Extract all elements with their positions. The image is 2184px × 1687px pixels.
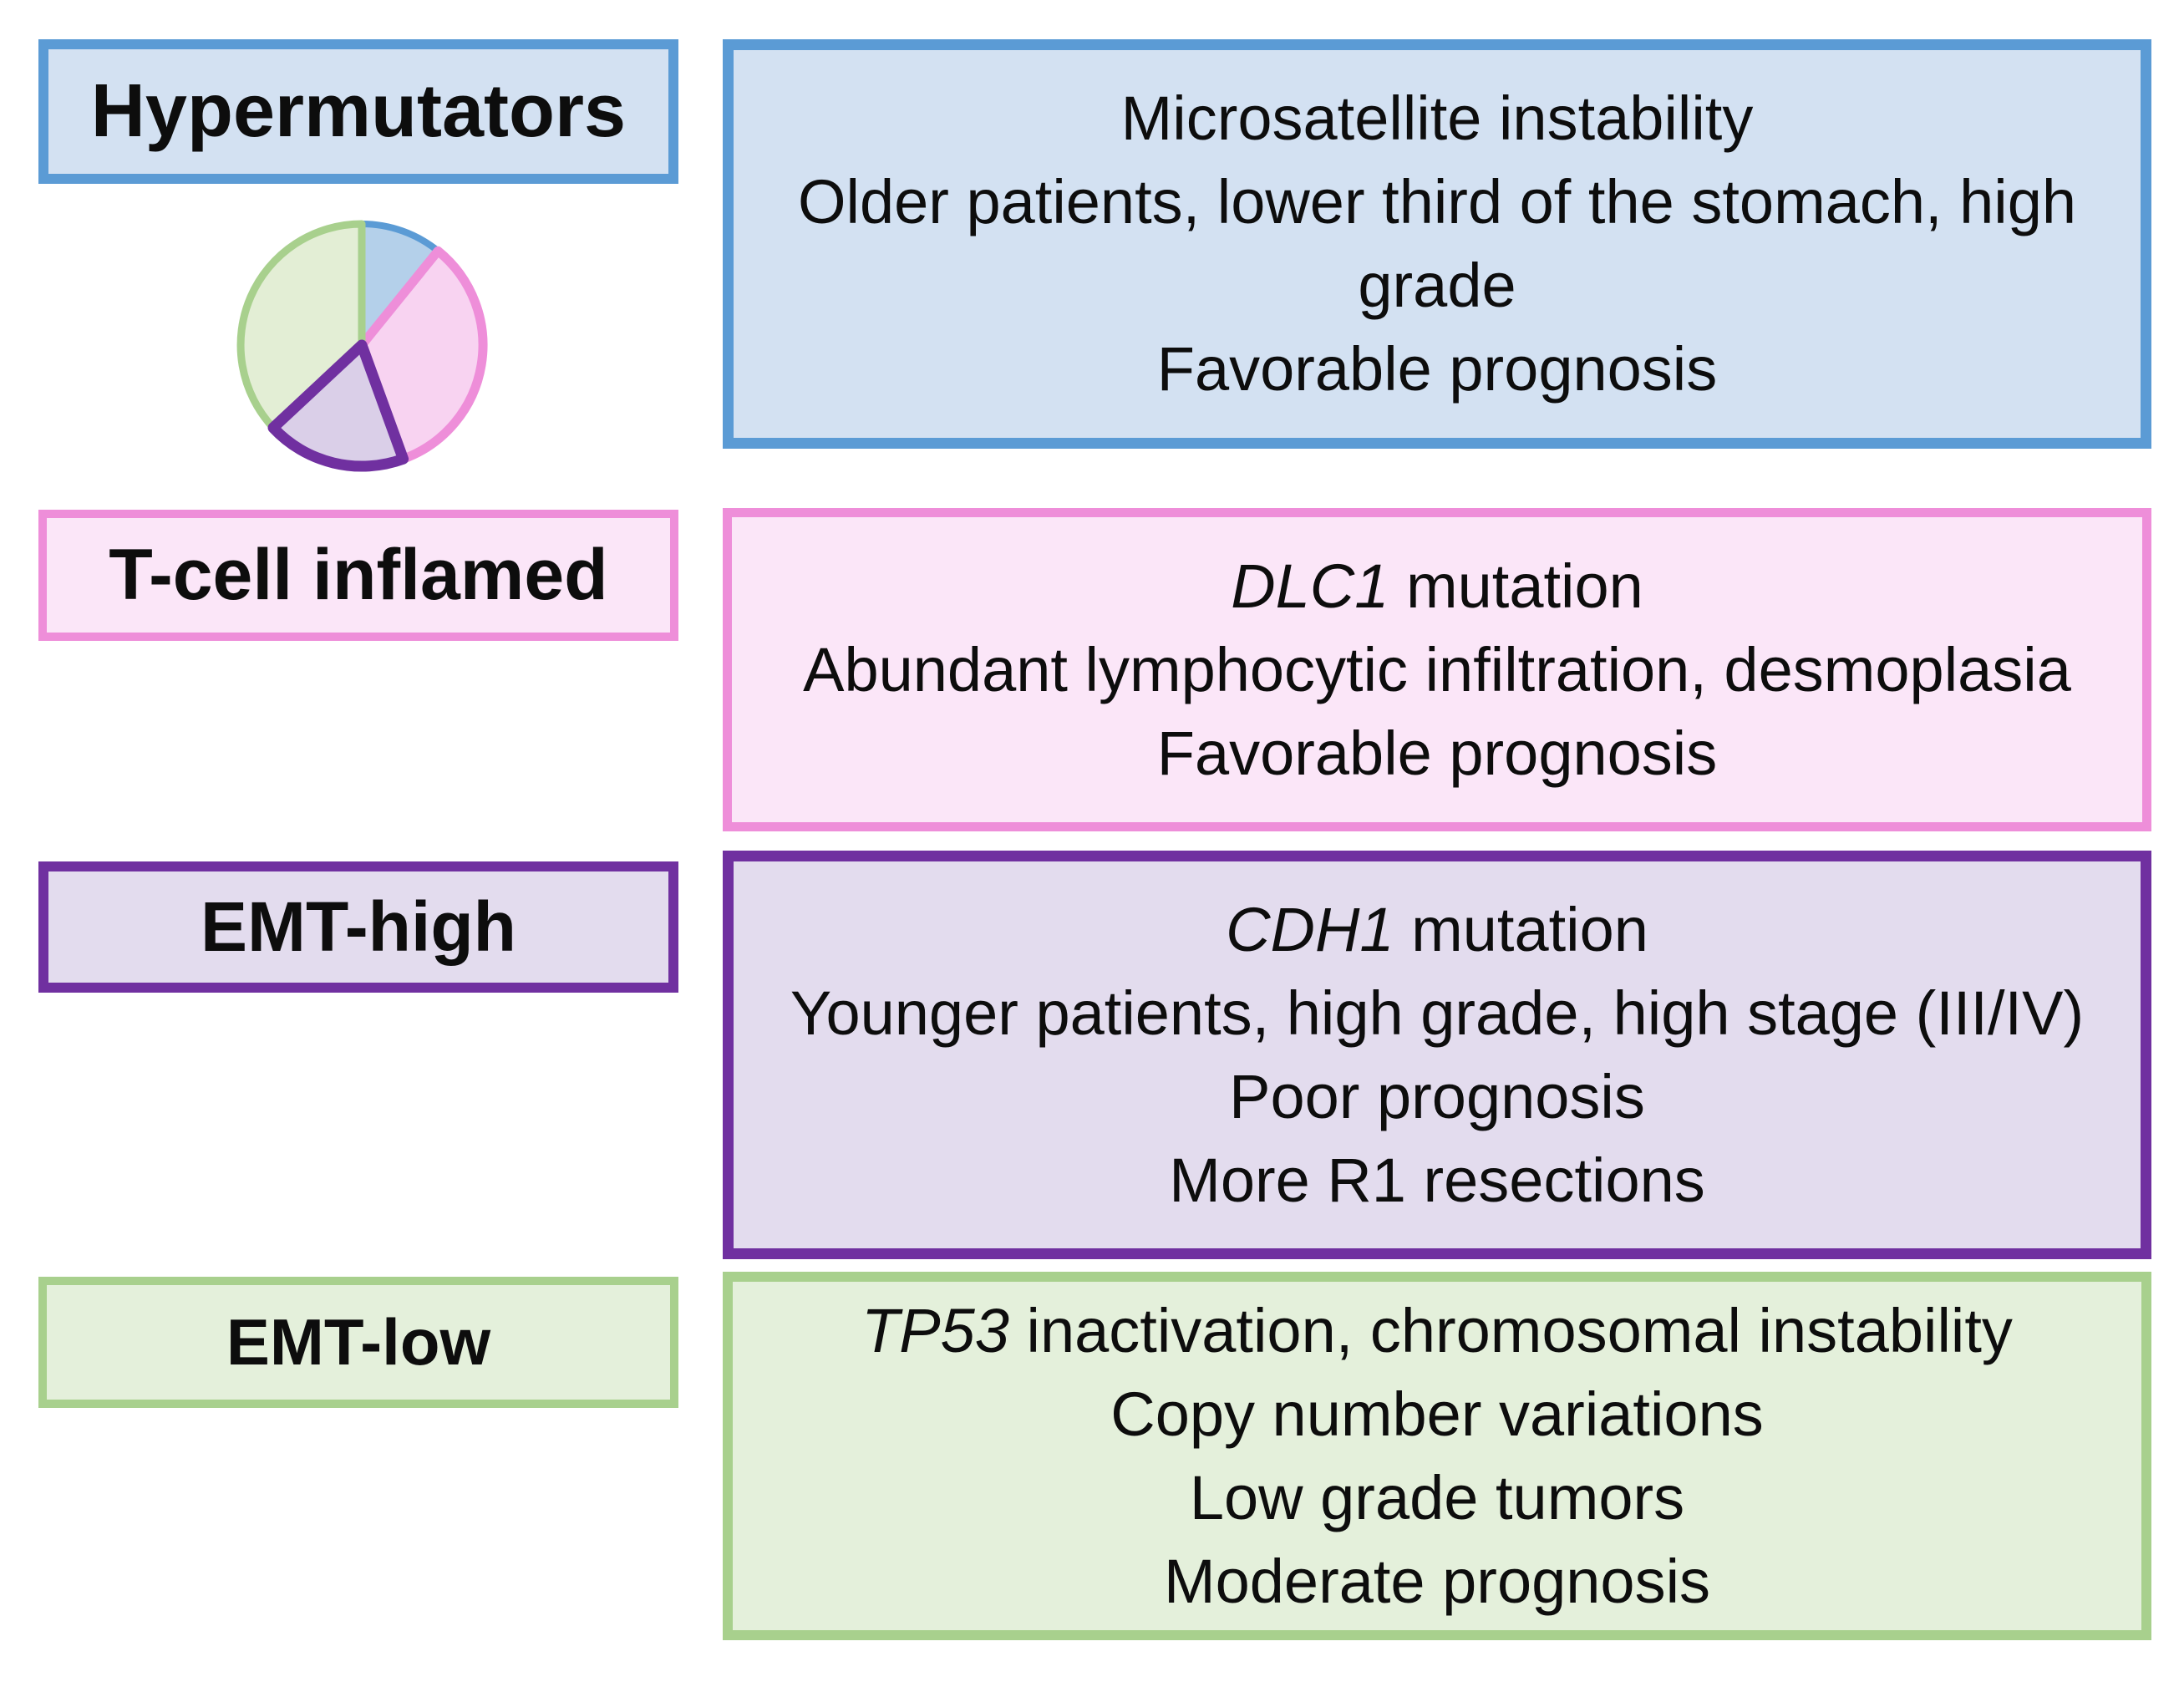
desc-line: Moderate prognosis: [1163, 1546, 1711, 1616]
subtype-title-emt-low: EMT-low: [38, 1277, 678, 1408]
subtype-description-emt-low: TP53 inactivation, chromosomal instabili…: [723, 1272, 2151, 1640]
subtype-title-hypermutators: Hypermutators: [38, 39, 678, 184]
desc-line: TP53 inactivation, chromosomal instabili…: [861, 1295, 2013, 1365]
desc-line: Younger patients, high grade, high stage…: [790, 978, 2085, 1048]
desc-line: Abundant lymphocytic infiltration, desmo…: [803, 634, 2071, 704]
pie-slice-t-cell-inflamed: [357, 246, 488, 464]
pie-slice-emt-high: [267, 339, 409, 472]
desc-line: Favorable prognosis: [1156, 334, 1718, 404]
desc-line: grade: [1358, 251, 1516, 320]
subtype-title-t-cell-inflamed: T-cell inflamed: [38, 510, 678, 641]
desc-line: Poor prognosis: [1229, 1061, 1645, 1131]
desc-line: More R1 resections: [1169, 1145, 1705, 1215]
desc-line: Older patients, lower third of the stoma…: [797, 167, 2077, 236]
pie-slice-emt-low: [236, 220, 366, 432]
subtype-title-emt-high: EMT-high: [38, 861, 678, 993]
desc-line: Low grade tumors: [1189, 1462, 1685, 1532]
desc-line: Favorable prognosis: [1156, 718, 1718, 788]
desc-line: Copy number variations: [1110, 1379, 1764, 1449]
desc-line: Microsatellite instability: [1120, 84, 1754, 153]
pie-chart: [236, 220, 488, 472]
desc-line: DLC1 mutation: [1231, 551, 1643, 621]
desc-line: CDH1 mutation: [1226, 894, 1648, 964]
